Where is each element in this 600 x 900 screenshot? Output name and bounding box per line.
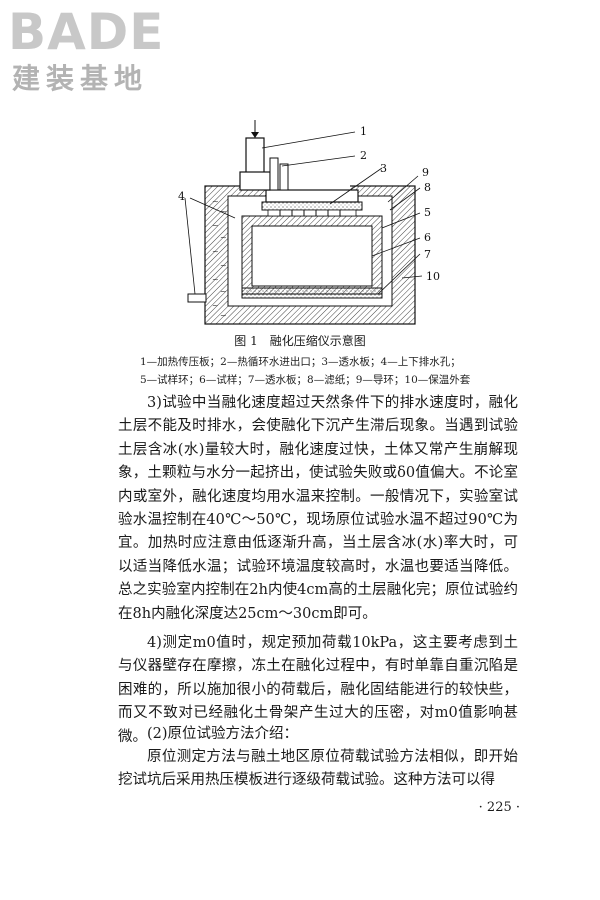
logo-wordmark: BADE bbox=[8, 3, 165, 61]
svg-text:~: ~ bbox=[212, 247, 219, 256]
svg-text:~: ~ bbox=[220, 233, 227, 242]
paragraph-3: 3)试验中当融化速度超过天然条件下的排水速度时，融化土层不能及时排水，会使融化下… bbox=[118, 395, 518, 622]
svg-text:~: ~ bbox=[220, 261, 227, 270]
bottom-porous-plate bbox=[241, 287, 383, 299]
svg-text:~: ~ bbox=[220, 207, 227, 216]
water-inlet-pipe bbox=[269, 157, 279, 191]
figure-legend-line-1: 1—加热传压板；2—热循环水进出口；3—透水板；4—上下排水孔； bbox=[140, 356, 461, 368]
callout-6: 6 bbox=[424, 231, 431, 244]
callout-4: 4 bbox=[178, 190, 185, 203]
callout-2: 2 bbox=[360, 149, 367, 162]
drain-hole bbox=[187, 293, 207, 303]
svg-text:~: ~ bbox=[212, 221, 219, 230]
water-jacket: ~~ ~~ ~~ ~~ ~~ bbox=[212, 197, 227, 320]
soil-sample bbox=[251, 225, 373, 287]
svg-text:~: ~ bbox=[212, 301, 219, 310]
page-number: · 225 · bbox=[478, 800, 520, 815]
caption-label: 图 1 bbox=[234, 334, 258, 348]
callout-1: 1 bbox=[360, 125, 367, 138]
svg-text:~: ~ bbox=[220, 287, 227, 296]
callout-9: 9 bbox=[422, 166, 429, 179]
svg-text:~: ~ bbox=[212, 197, 219, 206]
callout-7: 7 bbox=[424, 248, 431, 261]
compression-apparatus-drawing: ~~ ~~ ~~ ~~ ~~ bbox=[178, 120, 440, 325]
loading-piston bbox=[245, 137, 265, 175]
section-heading: (2)原位试验方法介绍： bbox=[147, 726, 299, 742]
svg-text:~: ~ bbox=[212, 275, 219, 284]
bade-logo: BADE 建装基地 bbox=[8, 4, 178, 100]
callout-3: 3 bbox=[380, 162, 387, 175]
figure-caption: 图 1 融化压缩仪示意图 bbox=[0, 333, 600, 349]
callout-10: 10 bbox=[426, 270, 440, 283]
top-porous-plate bbox=[261, 201, 363, 211]
callout-5: 5 bbox=[424, 206, 431, 219]
svg-text:~: ~ bbox=[220, 311, 227, 320]
logo-subtitle: 建装基地 bbox=[12, 62, 149, 95]
callout-8: 8 bbox=[424, 181, 431, 194]
figure-diagram: ~~ ~~ ~~ ~~ ~~ bbox=[150, 118, 450, 338]
paragraph-insitu: 原位测定方法与融土地区原位荷载试验方法相似，即开始挖试坑后采用热压模板进行逐级荷… bbox=[118, 749, 518, 789]
paragraph-4: 4)测定m0值时，规定预加荷载10kPa，这主要考虑到土与仪器壁存在摩擦，冻土在… bbox=[118, 635, 518, 745]
caption-title: 融化压缩仪示意图 bbox=[269, 334, 366, 348]
heating-pressure-plate bbox=[265, 189, 359, 203]
figure-legend-line-2: 5—试样环；6—试样；7—透水板；8—滤纸；9—导环；10—保温外套 bbox=[140, 374, 471, 386]
